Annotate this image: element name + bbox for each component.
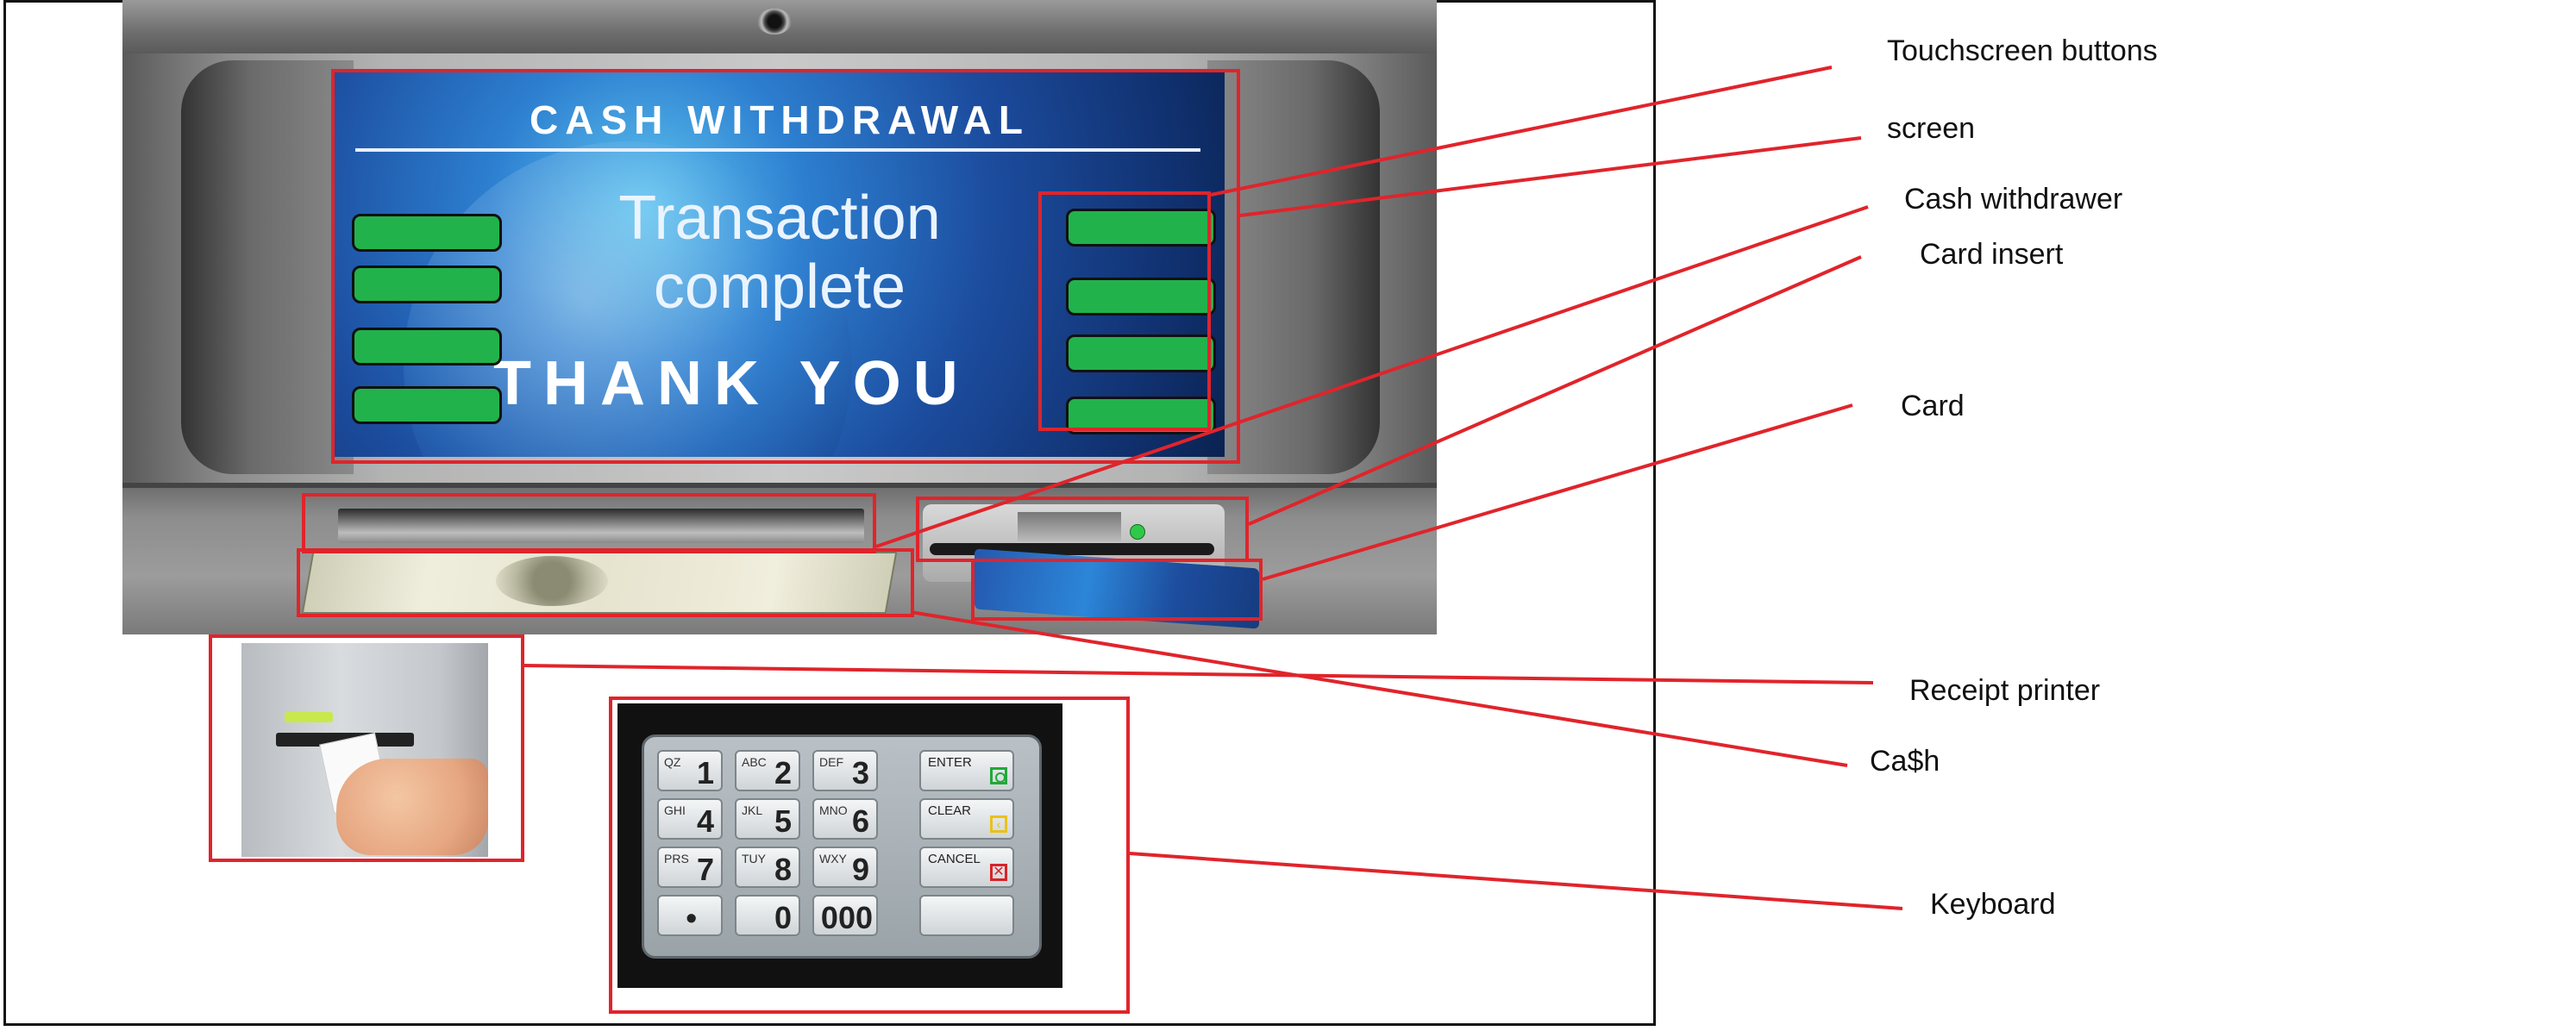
screen-message-line1: Transaction: [618, 184, 941, 253]
cash-callout-box: [297, 548, 914, 617]
clear-arrow-icon: ‹: [990, 815, 1007, 833]
label-receipt-printer: Receipt printer: [1909, 674, 2101, 707]
cancel-key[interactable]: CANCEL ✕: [919, 847, 1014, 888]
atm-bezel-left: [181, 60, 354, 474]
card-reader-light-icon: [1130, 524, 1145, 540]
key-4[interactable]: GHI 4: [657, 798, 723, 840]
leader-line-card: [1262, 403, 1853, 581]
camera-icon: [757, 9, 792, 34]
receipt-printer-callout-box: [209, 634, 524, 862]
label-screen: screen: [1887, 112, 1976, 145]
label-touchscreen-buttons: Touchscreen buttons: [1887, 34, 2158, 67]
screen-thank-you: THANK YOU: [493, 349, 970, 418]
touch-button-left-2[interactable]: [352, 266, 502, 303]
touchscreen-buttons-callout-box: [1038, 191, 1211, 431]
cash-dispenser-slot: [338, 509, 864, 543]
key-6[interactable]: MNO 6: [812, 798, 878, 840]
card-reader-guard: [1018, 512, 1121, 541]
key-000[interactable]: 000: [812, 895, 878, 936]
touch-button-right-2[interactable]: [1066, 278, 1216, 316]
blank-key[interactable]: [919, 895, 1014, 936]
key-3[interactable]: DEF 3: [812, 750, 878, 791]
key-7[interactable]: PRS 7: [657, 847, 723, 888]
key-5[interactable]: JKL 5: [735, 798, 800, 840]
key-2[interactable]: ABC 2: [735, 750, 800, 791]
clear-key[interactable]: CLEAR ‹: [919, 798, 1014, 840]
touch-button-left-4[interactable]: [352, 386, 502, 424]
key-0[interactable]: 0: [735, 895, 800, 936]
leader-line-cash: [910, 610, 1848, 767]
label-cash-withdrawer: Cash withdrawer: [1904, 183, 2123, 216]
atm-screen: CASH WITHDRAWAL Transaction complete THA…: [335, 72, 1225, 457]
leader-line-keyboard: [1129, 852, 1903, 910]
label-cash: Ca$h: [1870, 745, 1940, 778]
enter-key[interactable]: ENTER: [919, 750, 1014, 791]
leader-line-touchscreen-buttons: [1210, 66, 1833, 197]
leader-line-screen: [1239, 136, 1862, 217]
hand-icon: [336, 759, 488, 855]
screen-title: CASH WITHDRAWAL: [530, 97, 1030, 142]
screen-divider: [355, 148, 1200, 152]
key-1[interactable]: QZ 1: [657, 750, 723, 791]
cash-withdrawer-callout-box: [302, 493, 876, 553]
touch-button-left-1[interactable]: [352, 214, 502, 252]
card-callout-box: [971, 559, 1263, 621]
key-dot[interactable]: •: [657, 895, 723, 936]
leader-line-receipt-printer: [522, 664, 1874, 684]
leader-line-card-insert: [1248, 255, 1862, 526]
label-keyboard: Keyboard: [1930, 888, 2056, 921]
screen-message-line2: complete: [653, 253, 906, 322]
banknote-portrait: [496, 556, 608, 606]
label-card: Card: [1901, 390, 1965, 422]
cancel-x-icon: ✕: [990, 864, 1007, 881]
touch-button-right-3[interactable]: [1066, 334, 1216, 372]
keyboard-callout-box: [609, 697, 1130, 1014]
enter-circle-icon: [990, 767, 1007, 784]
touch-button-right-1[interactable]: [1066, 209, 1216, 247]
leader-line-cash-withdrawer: [875, 205, 1869, 548]
label-card-insert: Card insert: [1920, 238, 2064, 271]
key-8[interactable]: TUY 8: [735, 847, 800, 888]
key-9[interactable]: WXY 9: [812, 847, 878, 888]
screen-callout-box: [331, 69, 1240, 464]
touch-button-left-3[interactable]: [352, 328, 502, 366]
printer-light-icon: [285, 712, 333, 722]
